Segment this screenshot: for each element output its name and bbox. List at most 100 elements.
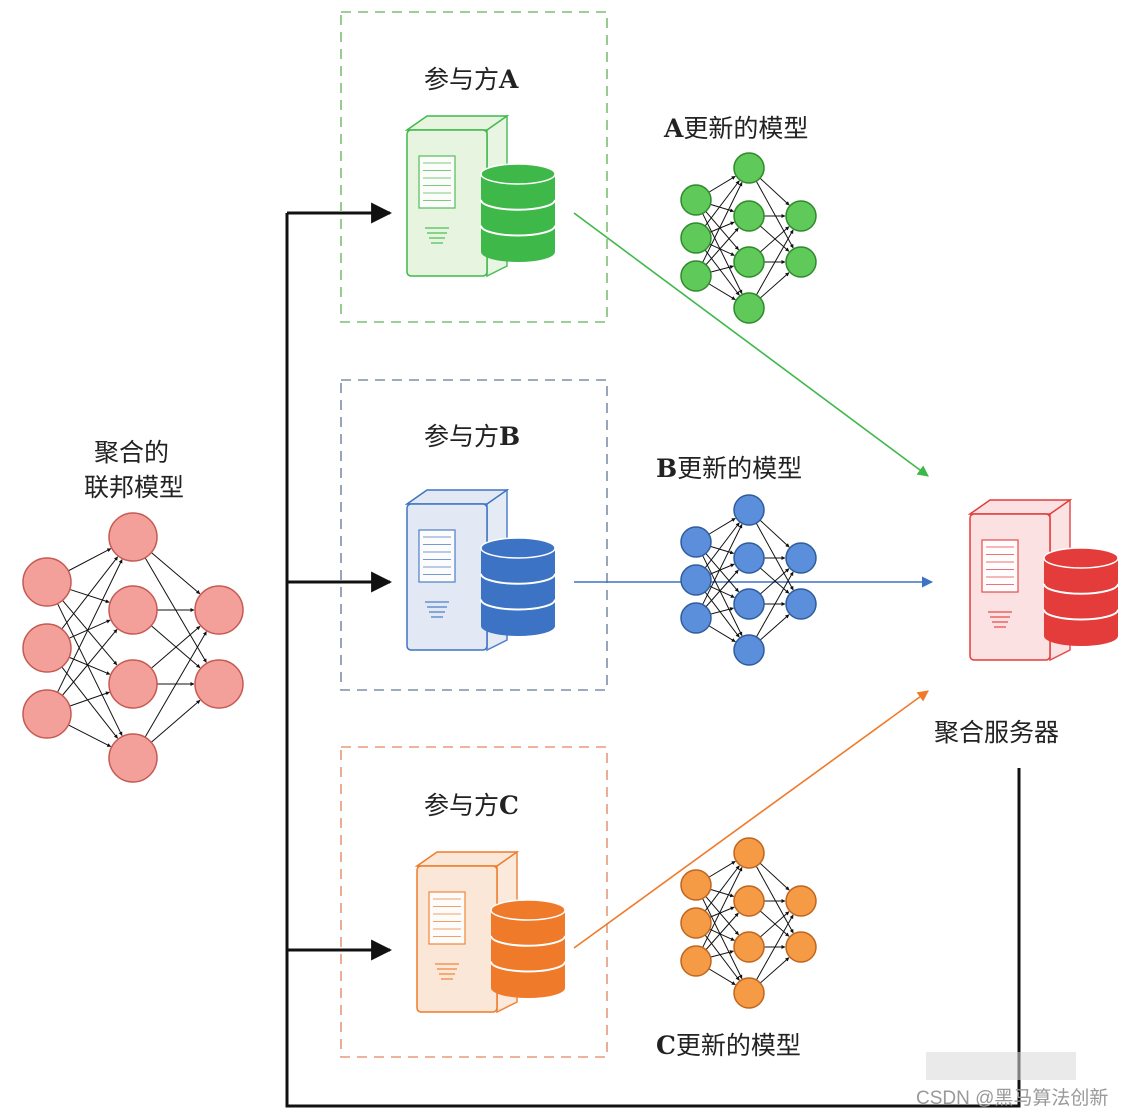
model-a-edge <box>710 265 734 273</box>
model-a-edge <box>704 180 740 227</box>
model-c-edge <box>702 898 743 979</box>
model-c-node <box>733 837 765 869</box>
participant-c-db-top <box>490 899 566 921</box>
model-b-edge <box>710 607 734 615</box>
participant-a-title: 参与方A <box>424 65 519 94</box>
model-a-node <box>733 152 765 184</box>
model-c-edge <box>759 911 790 938</box>
participant-c-computer-icon <box>414 850 566 1014</box>
global-model-connections <box>57 548 207 748</box>
global-model-node <box>108 512 158 562</box>
global-model-edge <box>68 619 111 639</box>
watermark: CSDN @黑马算法创新 <box>916 1052 1108 1109</box>
participant-b-db-top <box>480 537 556 559</box>
model-c-node <box>680 945 712 977</box>
server-drive-bay <box>981 539 1019 593</box>
model-a-edge <box>709 243 735 256</box>
model-b-edge <box>708 517 736 535</box>
server-db-body <box>1044 558 1118 646</box>
participant-a-drive-bay <box>418 155 456 209</box>
server-computer-icon <box>967 498 1119 662</box>
global-model-edge <box>57 559 123 693</box>
participant-c-db-ring <box>490 961 566 973</box>
participant-b-db-ring <box>480 599 556 611</box>
model-a-edge <box>702 213 743 294</box>
global-model-label-line2: 联邦模型 <box>84 473 184 502</box>
global-model-node <box>108 585 158 635</box>
participant-a-db-ring <box>480 225 556 237</box>
model-c-edge <box>710 888 735 898</box>
model-b-network <box>680 494 817 666</box>
model-a-connections <box>702 175 794 301</box>
model-a-label: A更新的模型 <box>663 114 808 143</box>
model-a-node <box>680 222 712 254</box>
model-c-node <box>733 885 765 917</box>
server-db-ring <box>1043 609 1119 621</box>
model-c-node <box>733 931 765 963</box>
global-model-edge <box>61 628 118 696</box>
global-model-label-line1: 聚合的 <box>94 438 169 467</box>
model-c-edge <box>705 912 739 951</box>
model-a-edge <box>759 226 790 253</box>
participant-b-title: 参与方B <box>424 422 520 451</box>
participant-c-drive-bay <box>428 891 466 945</box>
distribution-connector <box>285 202 1021 1108</box>
model-b-node <box>733 588 765 620</box>
watermark-blur <box>926 1052 1076 1080</box>
model-b-edge <box>709 563 735 575</box>
feedback-line <box>285 213 1021 1108</box>
participant-a-db-body <box>481 174 555 262</box>
global-model-edge <box>57 603 123 736</box>
model-a-edge <box>705 227 739 266</box>
participant-b-drive-bay <box>418 529 456 583</box>
global-model-node <box>22 689 72 739</box>
model-b-node <box>733 542 765 574</box>
model-c-node <box>680 869 712 901</box>
model-a-node <box>733 200 765 232</box>
participant-b-database-icon <box>480 537 556 636</box>
model-a-edge <box>759 177 790 206</box>
model-c-connections <box>702 860 794 986</box>
model-b-edge <box>759 568 790 595</box>
model-b-node <box>680 564 712 596</box>
global-model-node <box>22 623 72 673</box>
model-a-edge <box>755 180 794 249</box>
model-a-node <box>785 200 817 232</box>
global-model-node <box>108 659 158 709</box>
model-a-edge <box>759 272 790 299</box>
model-b-node <box>733 634 765 666</box>
model-c-edge <box>759 862 790 891</box>
participant-b-db-ring <box>480 573 556 585</box>
model-b-node <box>785 588 817 620</box>
watermark-text: CSDN @黑马算法创新 <box>916 1087 1108 1109</box>
global-model-node <box>22 557 72 607</box>
model-a-edge <box>704 249 740 296</box>
participant-a-db-ring <box>480 199 556 211</box>
model-a-network <box>680 152 817 324</box>
participant-a-db-top <box>480 163 556 185</box>
participant-c-db-body <box>491 910 565 998</box>
model-c-node <box>785 885 817 917</box>
model-b-edge <box>759 614 790 641</box>
global-model-edge <box>150 625 201 669</box>
global-model-node <box>194 585 244 635</box>
model-b-edge <box>710 545 735 555</box>
model-a-node <box>733 292 765 324</box>
model-b-node <box>733 494 765 526</box>
model-b-connections <box>702 517 794 643</box>
global-model-edge <box>61 666 118 739</box>
model-a-edge <box>709 221 735 233</box>
model-b-edge <box>702 524 743 605</box>
model-a-node <box>680 260 712 292</box>
participant-a-database-icon <box>480 163 556 262</box>
server-label: 聚合服务器 <box>934 718 1059 747</box>
global-model-edge <box>150 699 201 743</box>
global-model-node <box>194 659 244 709</box>
model-a-edge <box>702 182 743 263</box>
model-b-edge <box>708 625 736 643</box>
participant-c-database-icon <box>490 899 566 998</box>
model-b-node <box>680 602 712 634</box>
model-c-label: C更新的模型 <box>656 1031 801 1060</box>
model-b-edge <box>759 519 790 548</box>
server-database-icon <box>1043 547 1119 646</box>
